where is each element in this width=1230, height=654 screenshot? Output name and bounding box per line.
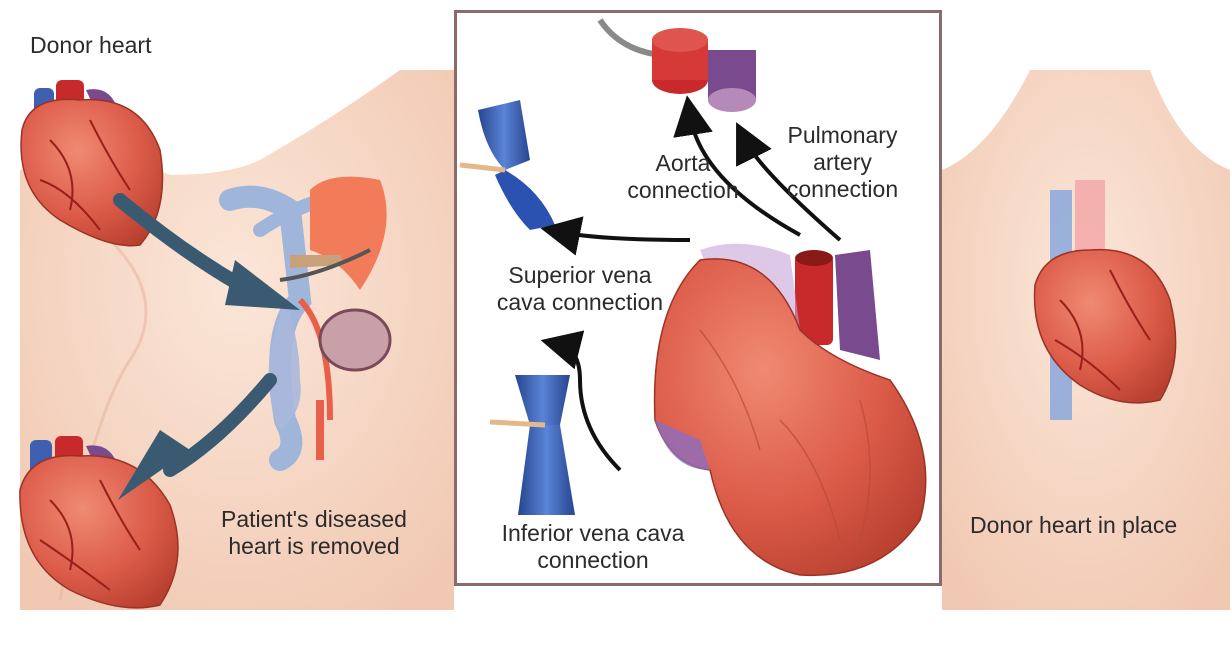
label-superior-vena: Superior vena cava connection [480,262,680,316]
top-vessels [600,20,756,112]
inferior-vena-tie [490,375,575,515]
label-inferior-vena: Inferior vena cava connection [478,520,708,574]
label-donor-heart: Donor heart [30,32,151,59]
label-patient-diseased: Patient's diseased heart is removed [205,506,423,560]
superior-vena-tie [460,100,555,230]
label-aorta: Aorta connection [608,150,758,204]
label-donor-in-place: Donor heart in place [970,512,1177,539]
label-pulmonary: Pulmonary artery connection [770,122,915,203]
